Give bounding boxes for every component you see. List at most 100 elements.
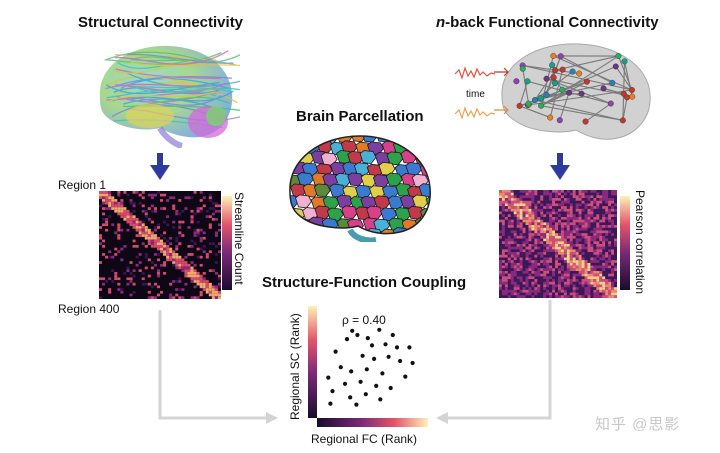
fc-matrix-cell [572,292,576,296]
fc-matrix-cell [584,219,588,223]
sc-matrix-cell [169,282,173,286]
fc-matrix-cell [560,252,564,255]
fc-matrix-cell [608,289,612,293]
fc-matrix-cell [501,252,505,255]
sc-matrix-cell [196,255,200,259]
fc-matrix-cell [543,295,547,298]
fc-matrix-cell [614,200,617,204]
sc-matrix-cell [108,193,112,197]
fc-matrix-cell [578,271,582,274]
fc-matrix-cell [528,287,532,290]
sc-matrix-cell [144,266,148,270]
fc-matrix-cell [537,284,541,288]
sc-matrix-cell [205,209,209,213]
fc-matrix-cell [552,211,556,215]
fc-matrix-cell [501,190,505,193]
fc-matrix-cell [558,235,561,239]
sc-matrix-cell [120,212,124,216]
fc-matrix-cell [572,254,576,258]
fc-matrix-cell [528,214,532,217]
fc-matrix-cell [510,217,514,220]
fc-matrix-cell [593,284,597,288]
sc-matrix-cell [132,223,136,227]
fc-matrix-cell [566,262,570,266]
fc-matrix-cell [608,241,612,244]
fc-matrix-cell [525,252,529,255]
fc-matrix-cell [546,295,550,298]
fc-matrix-cell [593,225,597,228]
fc-matrix-cell [560,195,564,199]
sc-matrix-cell [214,293,218,297]
scatter-point [390,332,395,338]
sc-matrix-cell [169,247,173,251]
sc-matrix-cell [132,245,136,248]
fc-matrix-cell [596,292,600,296]
fc-matrix-cell [569,190,573,193]
fc-matrix-cell [581,257,585,261]
fc-matrix-cell [560,287,564,290]
sc-matrix-cell [178,226,182,229]
sc-matrix-cell [141,234,145,237]
fc-matrix-cell [522,241,526,244]
fc-matrix-cell [566,268,570,271]
fc-matrix-cell [581,295,585,298]
fc-matrix-cell [507,192,511,196]
parcel-region [406,227,424,234]
fc-matrix-cell [504,284,508,288]
fc-matrix-cell [531,279,535,282]
fc-matrix-cell [558,287,561,290]
fc-matrix-cell [540,260,544,263]
fc-matrix-cell [552,262,556,266]
fc-matrix-cell [587,271,591,274]
parcel-region [361,136,379,143]
sc-matrix-cell [196,231,200,235]
fc-matrix-cell [590,222,594,226]
fc-matrix-cell [602,192,606,196]
sc-matrix-cell [144,255,148,259]
sc-matrix-cell [153,245,157,248]
fc-matrix-cell [590,279,594,282]
fc-matrix-cell [569,279,573,282]
fc-matrix-cell [581,192,585,196]
fc-matrix-cell [528,276,532,280]
fc-matrix-cell [608,249,612,253]
fc-matrix-cell [572,195,576,199]
scatter-point [378,397,383,402]
fc-matrix-cell [593,217,597,220]
sc-matrix-cell [156,242,160,245]
fc-matrix-cell [555,238,558,242]
fc-matrix-cell [537,190,541,193]
rho-annotation: ρ = 0.40 [342,313,386,327]
parcellation-brain-image [289,135,431,242]
sc-matrix-cell [156,269,160,272]
fc-matrix-cell [552,268,556,271]
fc-matrix-cell [555,225,558,228]
sc-matrix-cell [205,255,209,259]
fc-matrix-cell [602,200,606,204]
scatter-xlabel: Regional FC (Rank) [311,432,418,446]
sc-matrix-cell [126,193,130,197]
fc-matrix-cell [569,225,573,228]
fc-matrix-cell [593,249,597,253]
sc-matrix-cell [175,288,179,291]
fc-matrix-cell [575,211,579,215]
fc-matrix-cell [560,190,564,193]
fc-matrix-cell [499,200,502,204]
fc-matrix-cell [552,203,556,207]
fc-matrix-cell [602,227,606,231]
sc-matrix-cell [117,236,121,240]
fc-matrix-cell [537,203,541,207]
fc-matrix-cell [555,214,558,217]
fc-matrix-cell [587,217,591,220]
parcel-region [289,136,300,145]
fc-matrix-cell [599,241,603,244]
fc-matrix-cell [581,292,585,296]
sc-matrix-cell [160,263,164,267]
sc-matrix-cell [123,272,127,275]
fc-matrix-cell [575,279,579,282]
fc-matrix-cell [578,235,582,239]
sc-matrix-cell [187,226,191,229]
fc-matrix-cell [525,230,529,234]
sc-matrix-cell [126,220,130,224]
fc-matrix-cell [546,190,550,193]
